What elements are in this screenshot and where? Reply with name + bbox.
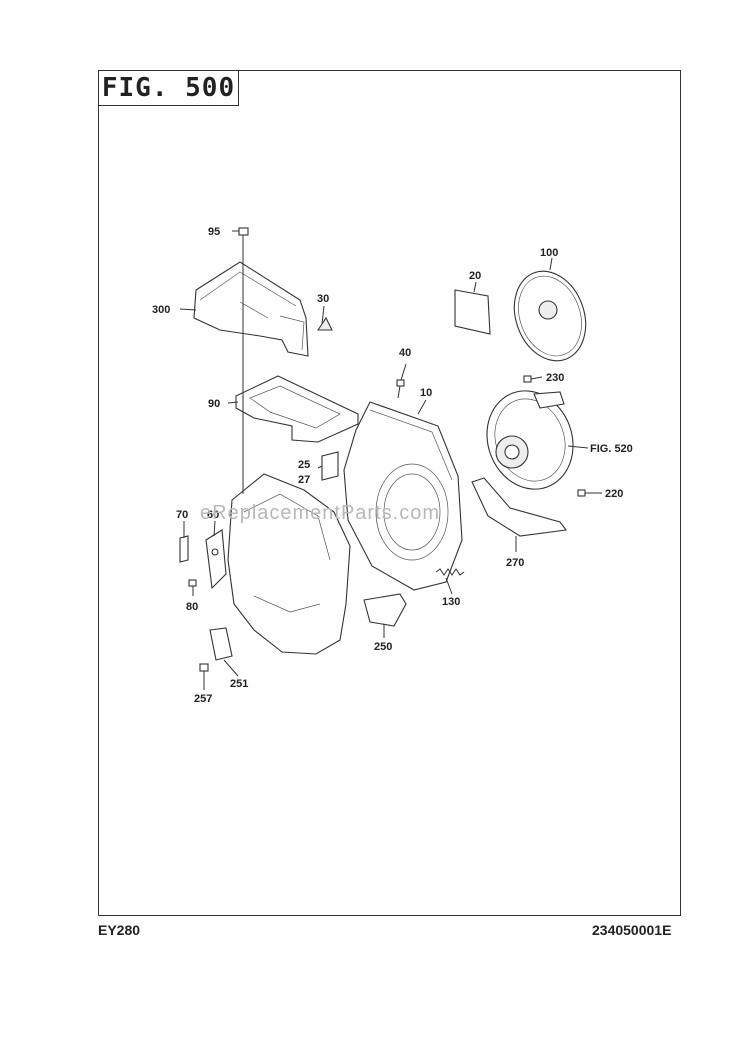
model-label: EY280 — [98, 922, 141, 938]
callout-95: 95 — [208, 226, 220, 238]
callout-90: 90 — [208, 398, 220, 410]
part-220-screw — [577, 489, 586, 497]
part-257-bolt — [199, 663, 209, 672]
callout-70: 70 — [176, 509, 188, 521]
callout-257: 257 — [194, 693, 212, 705]
callout-100: 100 — [540, 247, 558, 259]
diagram-frame — [98, 70, 681, 916]
callout-30: 30 — [317, 293, 329, 305]
callout-10: 10 — [420, 387, 432, 399]
part-270-guard — [471, 477, 568, 537]
part-10-blower-housing — [343, 401, 463, 591]
callout-80: 80 — [186, 601, 198, 613]
part-60-bracket — [205, 529, 227, 590]
document-number: 234050001E — [592, 922, 672, 938]
callout-fig-520: FIG. 520 — [590, 443, 633, 455]
part-300-cover — [193, 261, 309, 357]
part-recoil-starter — [486, 390, 574, 490]
part-80-screw — [188, 579, 197, 587]
callout-130: 130 — [442, 596, 460, 608]
leader-lines — [179, 230, 602, 690]
callout-300: 300 — [152, 304, 170, 316]
callout-251: 251 — [230, 678, 248, 690]
watermark: eReplacementParts.com — [200, 502, 440, 524]
callout-27: 27 — [298, 474, 310, 486]
part-90-gasket — [235, 375, 359, 443]
figure-title: FIG. 500 — [98, 70, 239, 106]
part-250-bracket — [363, 593, 407, 627]
engine-block-outline — [227, 262, 351, 655]
part-230-screw — [523, 375, 532, 383]
callout-20: 20 — [469, 270, 481, 282]
part-25-27-plate — [321, 451, 339, 481]
part-40-screw — [396, 379, 405, 399]
callout-230: 230 — [546, 372, 564, 384]
part-20-label — [454, 289, 491, 335]
callout-40: 40 — [399, 347, 411, 359]
part-70-shim — [179, 535, 189, 563]
callout-270: 270 — [506, 557, 524, 569]
part-251-plate — [209, 627, 233, 661]
part-95-bolt — [238, 227, 249, 262]
callout-220: 220 — [605, 488, 623, 500]
part-100-screen — [513, 270, 587, 362]
callout-250: 250 — [374, 641, 392, 653]
part-130-spring — [435, 568, 465, 576]
callout-25: 25 — [298, 459, 310, 471]
callout-60: 60 — [207, 509, 219, 521]
part-30-clip — [316, 316, 333, 331]
